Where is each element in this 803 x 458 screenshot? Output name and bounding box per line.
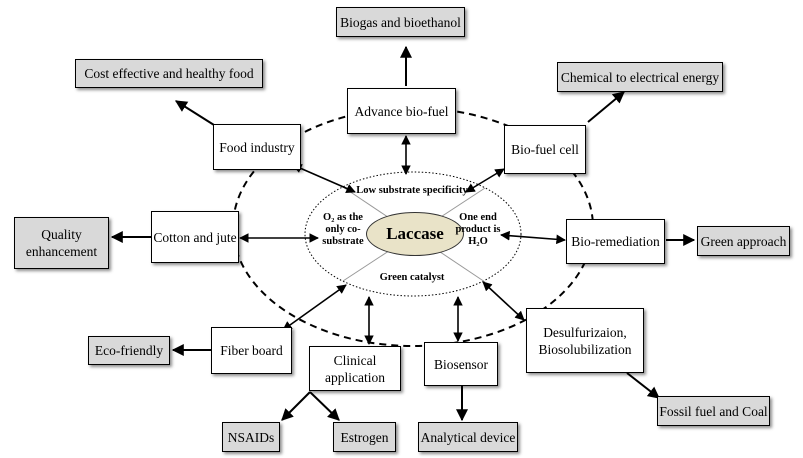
connector-arrow — [482, 281, 525, 321]
outcome-nsaids: NSAIDs — [222, 422, 280, 452]
center-bottom-label: Green catalyst — [379, 272, 445, 283]
outcome-arrow — [626, 372, 660, 399]
outcome-arrow — [309, 391, 340, 421]
box-cotton-jute: Cotton and jute — [151, 211, 239, 263]
box-biosensor: Biosensor — [424, 342, 498, 386]
connector-arrow — [465, 168, 505, 193]
laccase-center: Laccase — [366, 212, 464, 256]
connector-arrow — [282, 284, 347, 331]
connector-arrow — [292, 164, 356, 193]
outcome-arrow — [587, 91, 625, 123]
box-desulfurization: Desulfurizaion, Biosolubilization — [526, 308, 644, 373]
outcome-food: Cost effective and healthy food — [75, 59, 263, 88]
box-bioremediation: Bio-remediation — [566, 219, 665, 264]
connector-arrow — [500, 230, 566, 245]
outcome-analytical: Analytical device — [418, 422, 518, 452]
box-biofuel-cell: Bio-fuel cell — [504, 125, 586, 174]
outcome-quality: Quality enhancement — [14, 217, 109, 269]
outcome-arrow — [174, 100, 215, 126]
center-left-label: O₂ as the only co-substrate — [322, 212, 364, 247]
outcome-biogas: Biogas and bioethanol — [336, 7, 465, 37]
box-advance-biofuel: Advance bio-fuel — [347, 88, 456, 134]
box-fiber-board: Fiber board — [211, 327, 292, 374]
box-food-industry: Food industry — [213, 124, 301, 170]
outcome-estrogen: Estrogen — [333, 422, 396, 452]
center-right-label: One end product is H₂O — [455, 212, 501, 247]
outcome-fossil: Fossil fuel and Coal — [657, 396, 770, 426]
outcome-green: Green approach — [697, 226, 790, 256]
laccase-title: Laccase — [386, 224, 444, 243]
outcome-chemical: Chemical to electrical energy — [557, 62, 723, 92]
outcome-eco: Eco-friendly — [88, 336, 170, 365]
box-clinical-application: Clinical application — [309, 346, 401, 391]
outcome-arrow — [281, 391, 311, 421]
center-top-label: Low substrate specificity — [356, 185, 468, 196]
